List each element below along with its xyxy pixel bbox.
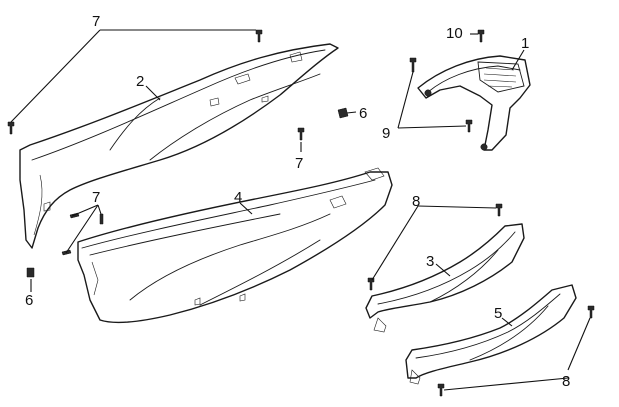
- screw-10: [477, 29, 485, 43]
- screw-7-top: [255, 29, 263, 43]
- screw-8-upper-left: [367, 277, 375, 291]
- screw-7-center: [297, 127, 305, 141]
- leader-lines: [10, 29, 591, 391]
- part-4-lower-side-cover: [77, 167, 393, 324]
- callout-8-lower: 8: [562, 373, 570, 390]
- clip-6-right: [337, 107, 349, 119]
- callout-8-upper: 8: [412, 193, 420, 210]
- callout-7-center: 7: [295, 155, 303, 172]
- callout-2: 2: [136, 73, 144, 90]
- part-2-upper-side-cover: [19, 43, 339, 249]
- screw-8-lower-right: [587, 305, 595, 319]
- callout-10: 10: [446, 25, 463, 42]
- screw-7-left: [7, 121, 15, 135]
- screw-8-lower-left: [437, 383, 445, 397]
- clip-6-left: [26, 267, 35, 278]
- callout-4: 4: [234, 189, 242, 206]
- screw-9-upper: [409, 57, 417, 73]
- screw-9-lower: [465, 119, 473, 133]
- part-5-side-trim-lower: [405, 284, 577, 385]
- callout-6-left: 6: [25, 292, 33, 309]
- callout-9: 9: [382, 125, 390, 142]
- callout-3: 3: [426, 253, 434, 270]
- callout-6-right: 6: [359, 105, 367, 122]
- callout-7-top: 7: [92, 13, 100, 30]
- callout-1: 1: [521, 35, 529, 52]
- screw-8-upper-right: [495, 203, 503, 217]
- callout-7-left: 7: [92, 189, 100, 206]
- part-1-rear-carrier: [417, 55, 531, 151]
- callout-5: 5: [494, 305, 502, 322]
